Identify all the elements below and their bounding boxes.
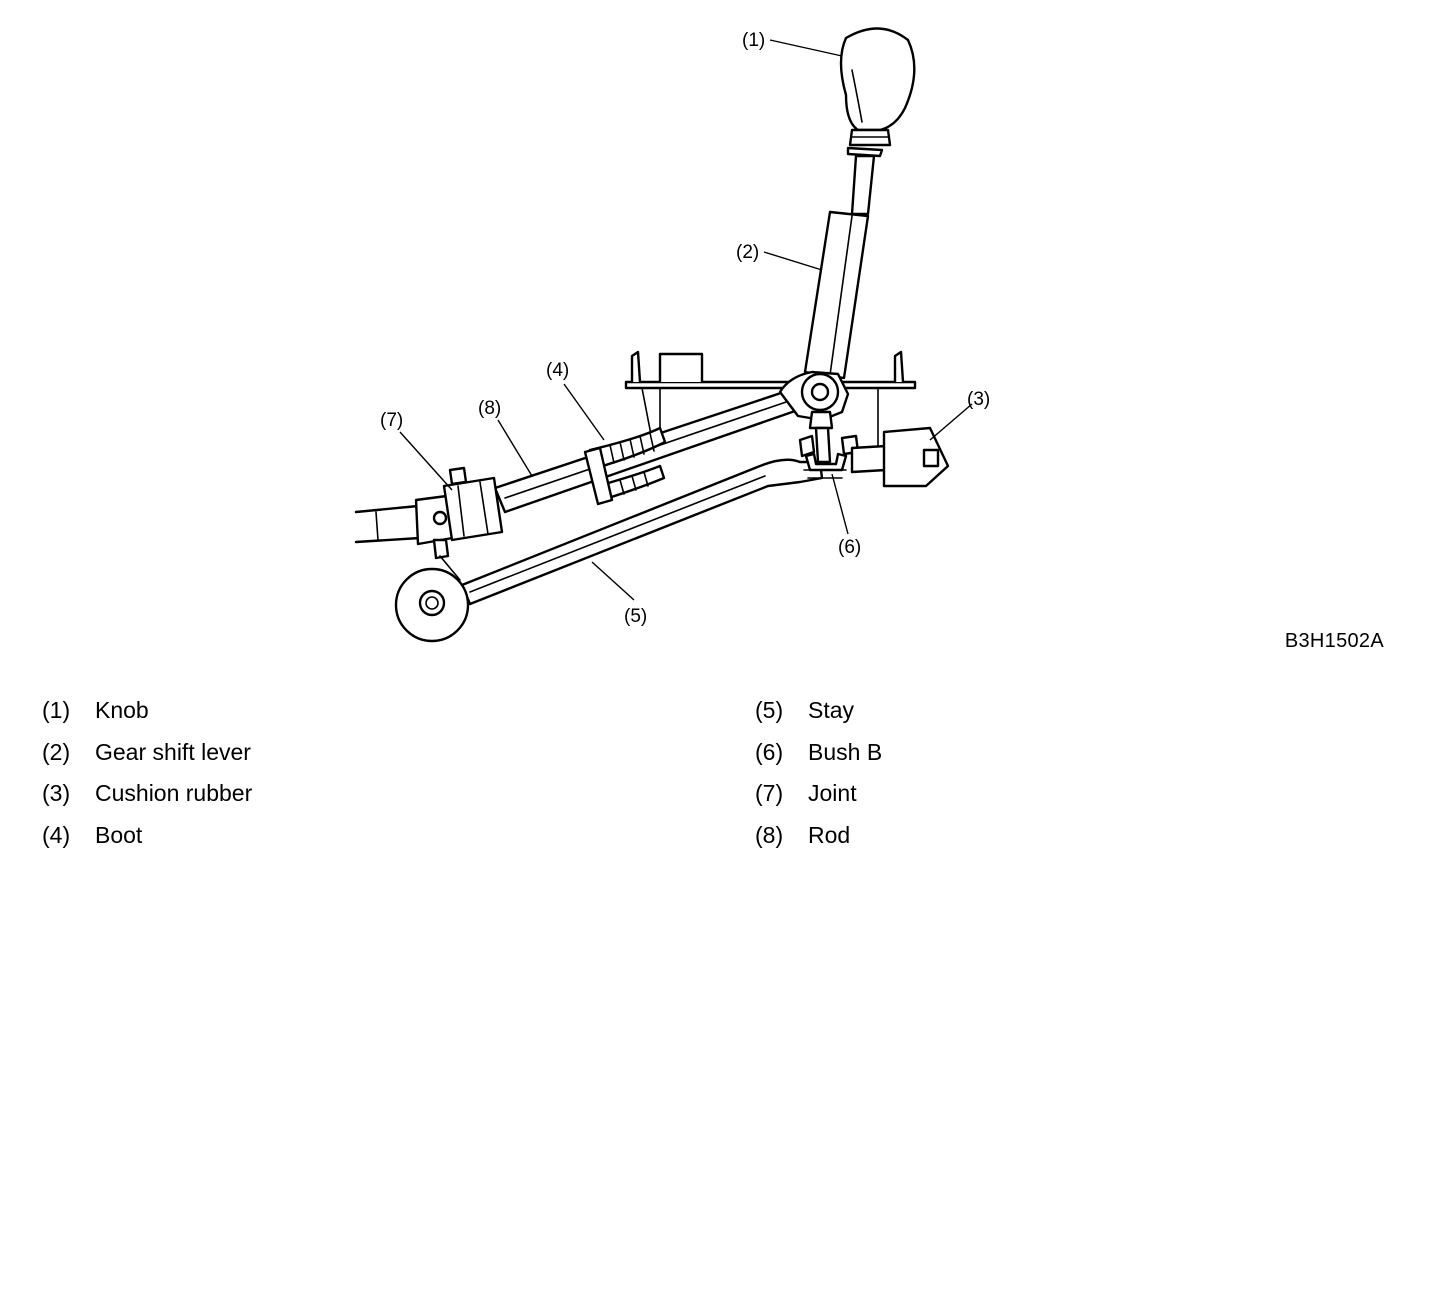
legend-item: (2) Gear shift lever (42, 732, 642, 774)
legend-label: Gear shift lever (95, 738, 251, 765)
legend-item: (6) Bush B (755, 732, 1355, 774)
legend-label: Cushion rubber (95, 780, 253, 807)
legend-label: Bush B (808, 738, 883, 765)
end-wheel (394, 567, 470, 643)
knob-part (839, 27, 916, 158)
legend-item: (7) Joint (755, 773, 1355, 815)
legend-item: (3) Cushion rubber (42, 773, 642, 815)
callout-4: (4) (546, 360, 569, 381)
legend-left-column: (1) Knob (2) Gear shift lever (3) Cushio… (42, 690, 642, 856)
callout-8: (8) (478, 398, 501, 419)
callout-7: (7) (380, 410, 403, 431)
callout-5: (5) (624, 606, 647, 627)
legend-item: (5) Stay (755, 690, 1355, 732)
joint-part (354, 466, 504, 581)
legend-number: (1) (42, 697, 71, 724)
legend-number: (7) (755, 780, 784, 807)
legend-label: Knob (95, 697, 149, 724)
legend-number: (5) (755, 697, 784, 724)
callout-1: (1) (742, 30, 765, 51)
callout-2: (2) (736, 242, 759, 263)
legend-right-column: (5) Stay (6) Bush B (7) Joint (8) Rod (755, 690, 1355, 856)
legend-label: Joint (808, 780, 857, 807)
legend-item: (4) Boot (42, 815, 642, 857)
legend-label: Boot (95, 821, 143, 848)
legend-number: (6) (755, 738, 784, 765)
cushion-rubber-part (850, 426, 950, 488)
legend-label: Stay (808, 697, 855, 724)
callout-3: (3) (967, 389, 990, 410)
legend-item: (1) Knob (42, 690, 642, 732)
gearshift-assembly-diagram: (1) (2) (3) (4) (5) (6) (7) (8) (354, 27, 990, 643)
pivot-joint (778, 370, 850, 464)
legend-number: (4) (42, 821, 71, 848)
leader-lines (399, 39, 973, 601)
legend-number: (2) (42, 738, 71, 765)
legend-number: (8) (755, 821, 784, 848)
figure-code: B3H1502A (1284, 630, 1384, 652)
stay-part (460, 458, 824, 606)
callout-6: (6) (838, 537, 861, 558)
legend-number: (3) (42, 780, 71, 807)
gear-shift-lever-part (803, 154, 876, 380)
boot-part (583, 426, 667, 506)
legend-label: Rod (808, 821, 851, 848)
legend-item: (8) Rod (755, 815, 1355, 857)
